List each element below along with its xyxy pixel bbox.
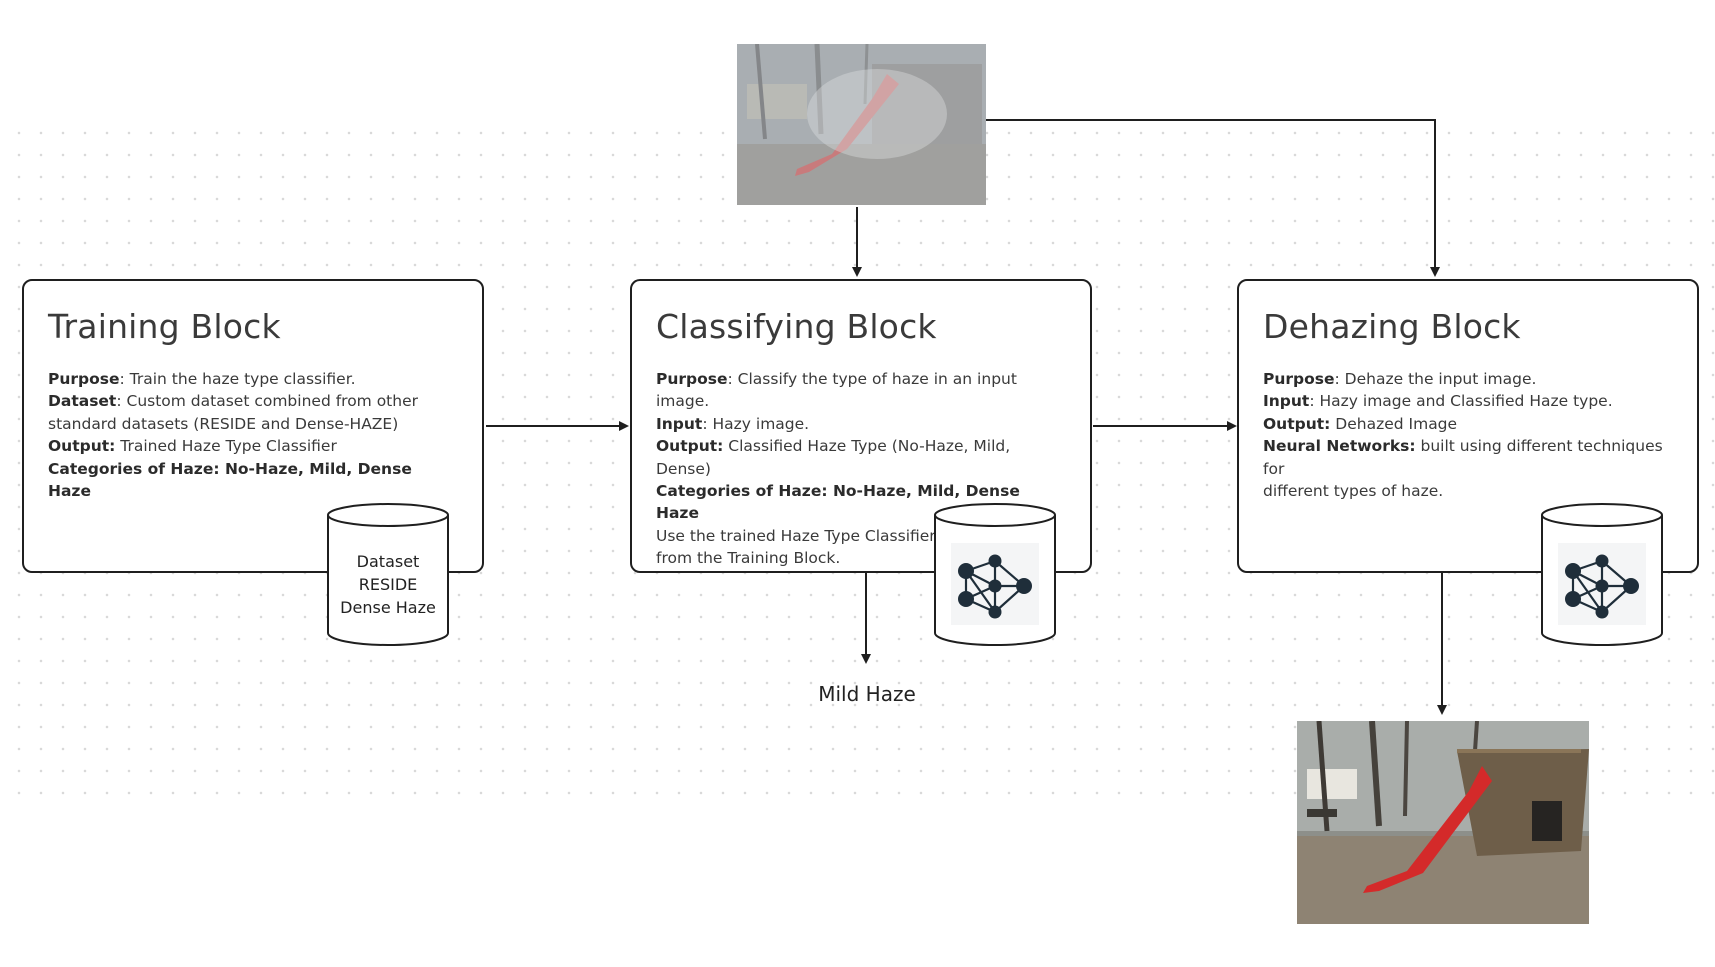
classifying-note-2: from the Training Block. [656, 549, 841, 568]
dehazed-output-image [1297, 721, 1589, 924]
classifying-output: Output: Classified Haze Type (No-Haze, M… [656, 437, 1011, 478]
classifying-note-1: Use the trained Haze Type Classifier [656, 526, 936, 545]
classifying-purpose-cont: image. [656, 392, 710, 411]
dehazing-block-title: Dehazing Block [1263, 307, 1521, 346]
hazy-input-image [737, 44, 986, 205]
training-block-title: Training Block [48, 307, 281, 346]
dataset-label-1: Dataset [356, 552, 420, 571]
training-block: Training Block Purpose: Train the haze t… [22, 279, 484, 573]
dehazing-output: Output: Dehazed Image [1263, 414, 1458, 433]
dehazing-nn-cont: different types of haze. [1263, 482, 1444, 501]
classifier-cylinder [933, 503, 1057, 647]
dehazing-purpose: Purpose: Dehaze the input image. [1263, 370, 1537, 388]
training-purpose: Purpose: Train the haze type classifier. [48, 370, 356, 388]
dataset-label-3: Dense Haze [340, 598, 436, 617]
training-output: Output: Trained Haze Type Classifier [48, 437, 337, 456]
dehazer-cylinder [1540, 503, 1664, 647]
classifier-result-label: Mild Haze [818, 682, 916, 706]
classifying-input: Input: Hazy image. [656, 414, 810, 433]
dataset-label-2: RESIDE [358, 575, 418, 594]
training-dataset: Dataset: Custom dataset combined from ot… [48, 392, 418, 411]
dehazing-nn: Neural Networks: built using different t… [1263, 437, 1663, 478]
training-dataset-cont: standard datasets (RESIDE and Dense-HAZE… [48, 414, 399, 433]
neural-network-icon [951, 543, 1039, 625]
neural-network-icon [1558, 543, 1646, 625]
dataset-cylinder: Dataset RESIDE Dense Haze [326, 503, 450, 647]
arrow-input-to-dehazing [986, 119, 1440, 277]
dehazing-input: Input: Hazy image and Classified Haze ty… [1263, 392, 1613, 411]
classifying-purpose: Purpose: Classify the type of haze in an… [656, 370, 1017, 388]
training-categories: Categories of Haze: No-Haze, Mild, Dense… [48, 459, 412, 501]
classifying-block-title: Classifying Block [656, 307, 937, 346]
classifying-categories: Categories of Haze: No-Haze, Mild, Dense… [656, 482, 1020, 523]
